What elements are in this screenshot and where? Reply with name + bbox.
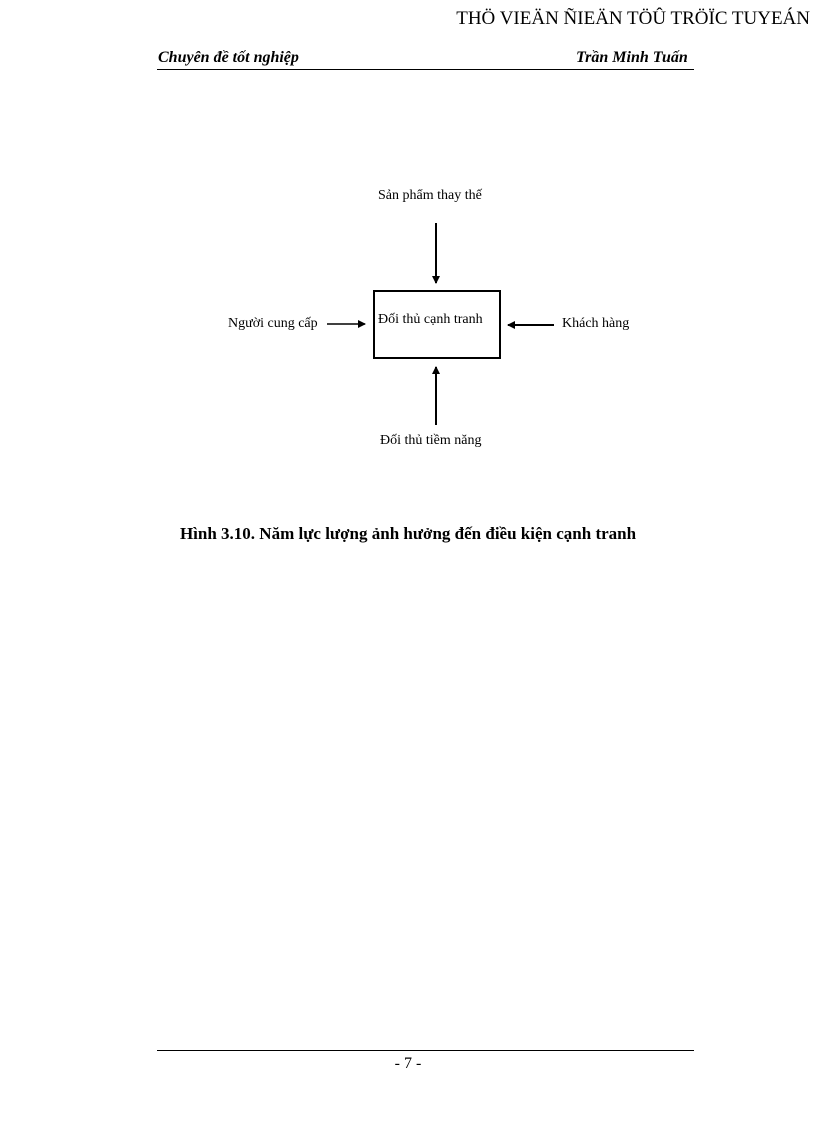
node-bottom-label: Đối thủ tiềm năng [380, 433, 482, 448]
watermark: THÖ VIEÄN ÑIEÄN TÖÛ TRÖÏC TUYEÁN [456, 8, 810, 29]
node-left-label: Người cung cấp [228, 316, 318, 331]
center-box-label: Đối thủ cạnh tranh [378, 312, 483, 327]
page-number: - 7 - [394, 1055, 422, 1072]
node-right-label: Khách hàng [562, 316, 630, 331]
figure-caption: Hình 3.10. Năm lực lượng ảnh hưởng đến đ… [179, 524, 637, 543]
node-top-label: Sản phẩm thay thế [378, 188, 482, 203]
footer-rule [157, 1050, 694, 1051]
header-author: Trần Minh Tuấn [576, 49, 688, 66]
center-box [373, 290, 501, 359]
header-title: Chuyên đề tốt nghiệp [158, 49, 299, 66]
diagram-arrows [327, 223, 554, 425]
header-rule [157, 69, 694, 70]
